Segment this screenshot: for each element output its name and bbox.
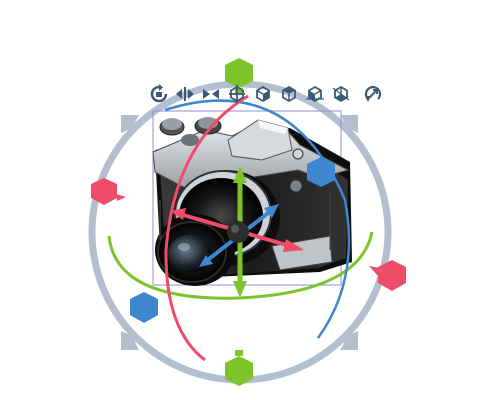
cube-view-top-icon: [282, 85, 296, 103]
x-handle-right[interactable]: [378, 260, 406, 291]
flip-horizontal-alt-tool[interactable]: [198, 81, 224, 107]
flip-horizontal-tool[interactable]: [172, 81, 198, 107]
view-front-tool[interactable]: [224, 81, 250, 107]
ring-bracket-bottom-left: [121, 331, 139, 350]
reset-rotation-icon: [364, 86, 382, 102]
z-handle-lower[interactable]: [130, 292, 158, 323]
pivot-handle[interactable]: [227, 221, 249, 243]
view-iso-tool[interactable]: [302, 81, 328, 107]
view-side-tool[interactable]: [250, 81, 276, 107]
y-handle-top[interactable]: [225, 58, 253, 88]
cube-view-iso-icon: [306, 85, 324, 103]
flip-horizontal-icon: [176, 87, 194, 101]
view-top-tool[interactable]: [276, 81, 302, 107]
x-handle-left[interactable]: [91, 178, 117, 205]
flip-horizontal-alt-icon: [203, 89, 219, 99]
z-rotation-arc[interactable]: [164, 99, 351, 339]
x-rotation-arc[interactable]: [164, 94, 249, 362]
y-handle-bottom[interactable]: [225, 356, 253, 386]
ring-bracket-top-right: [340, 115, 358, 133]
reset-transform-tool[interactable]: [360, 81, 386, 107]
ring-bracket-bottom-right: [340, 331, 358, 350]
cube-view-bottom-icon: [332, 85, 350, 103]
rotate-icon: [150, 84, 168, 103]
ring-bracket-top-left: [121, 115, 139, 133]
cube-view-front-icon: [229, 85, 245, 103]
view-bottom-tool[interactable]: [328, 81, 354, 107]
z-handle-upper[interactable]: [307, 157, 335, 187]
camera-object[interactable]: [152, 117, 352, 286]
cube-view-side-icon: [256, 85, 270, 103]
rotate-object-tool[interactable]: [146, 81, 172, 107]
transform-toolbar: [146, 80, 386, 108]
